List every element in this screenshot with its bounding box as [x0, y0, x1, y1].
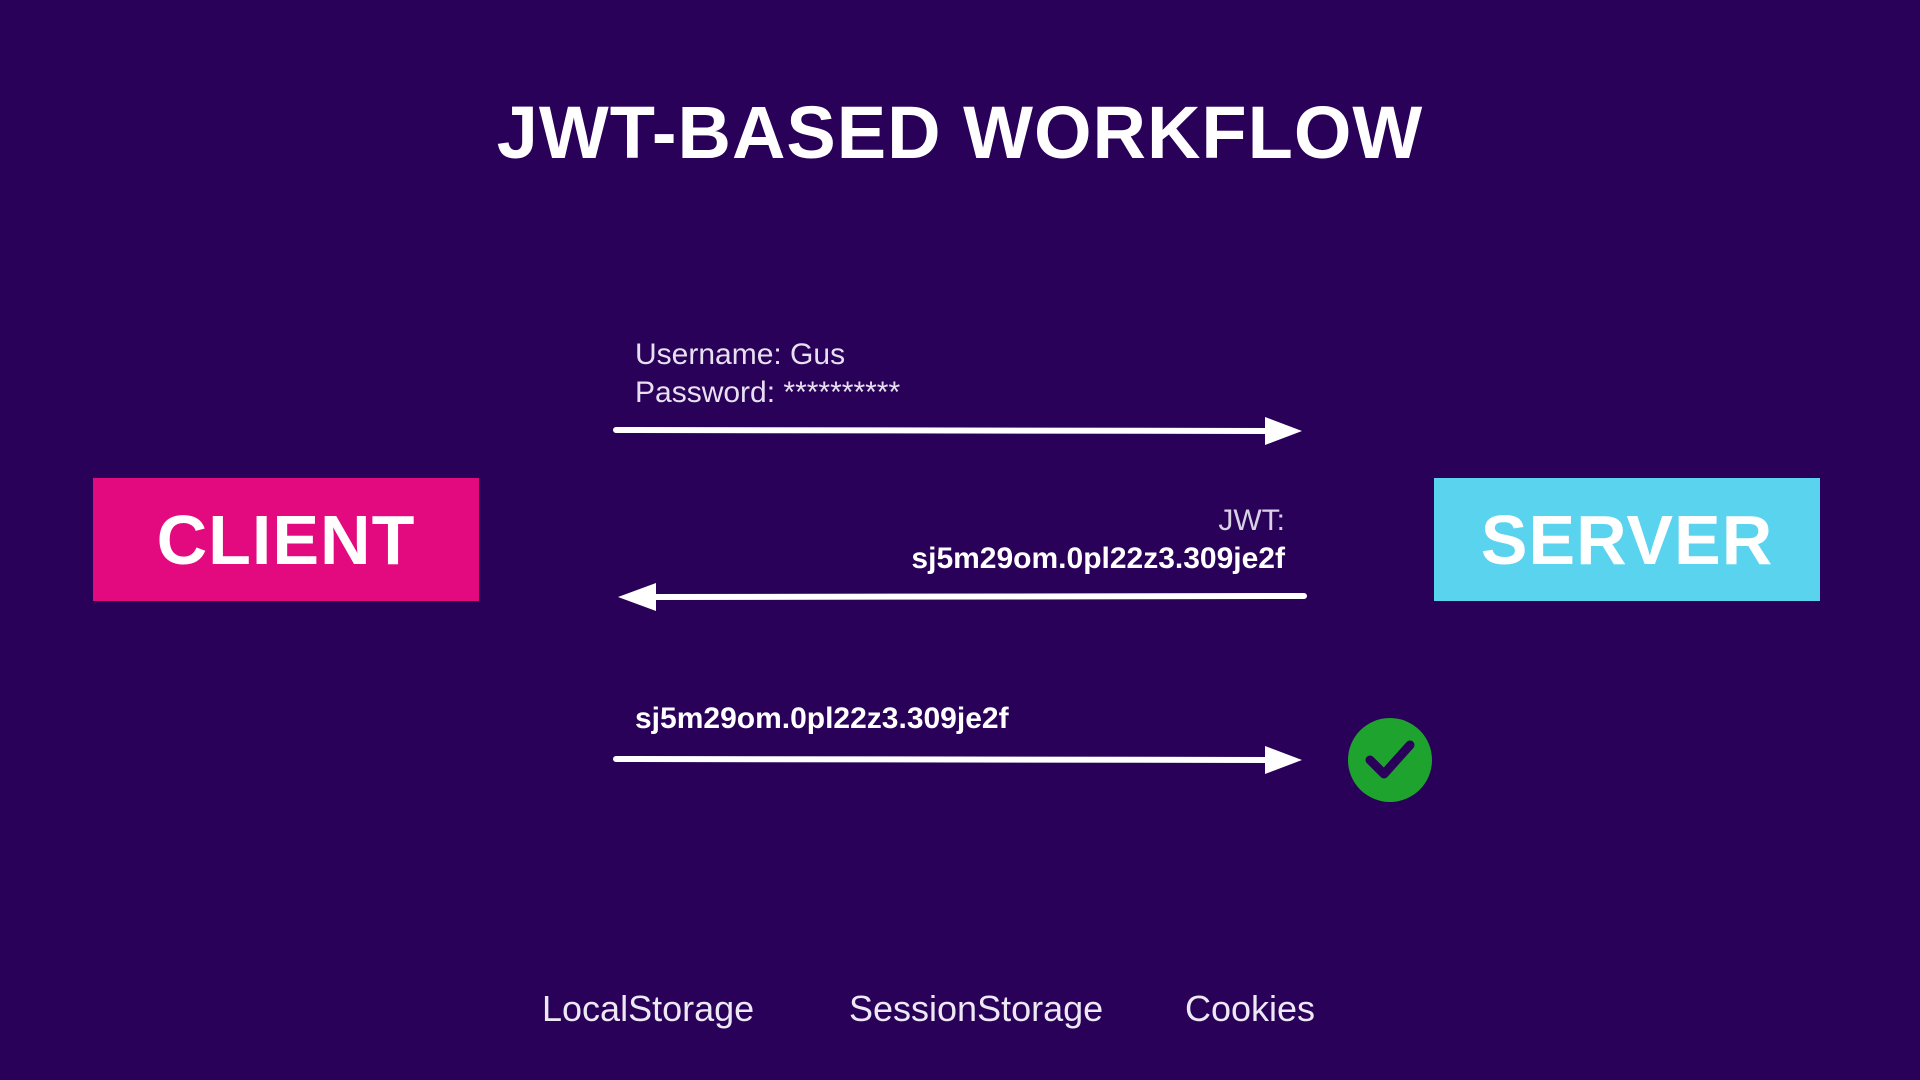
password-text: Password: ********** — [635, 376, 901, 410]
jwt-response: JWT: sj5m29om.0pl22z3.309je2f — [780, 502, 1285, 579]
diagram-title: JWT-BASED WORKFLOW — [496, 91, 1424, 174]
server-box: SERVER — [1434, 478, 1820, 601]
request-with-token: sj5m29om.0pl22z3.309je2f — [635, 700, 1009, 738]
jwt-token: sj5m29om.0pl22z3.309je2f — [911, 542, 1285, 576]
client-label: CLIENT — [156, 500, 416, 579]
username-text: Username: Gus — [635, 338, 846, 371]
sent-token: sj5m29om.0pl22z3.309je2f — [635, 702, 1009, 735]
storage-option-sessionstorage: SessionStorage — [849, 988, 1104, 1029]
check-icon — [1348, 718, 1432, 802]
storage-option-cookies: Cookies — [1185, 988, 1316, 1029]
login-arrow — [613, 417, 1302, 445]
token-response-arrow — [618, 583, 1307, 611]
client-box: CLIENT — [93, 478, 479, 601]
jwt-label: JWT: — [1218, 504, 1285, 537]
checkmark-glyph — [1365, 740, 1415, 779]
authenticated-request-arrow — [613, 746, 1302, 774]
server-label: SERVER — [1480, 500, 1774, 579]
login-credentials: Username: Gus Password: ********** — [635, 336, 900, 413]
storage-option-localstorage: LocalStorage — [542, 988, 755, 1029]
